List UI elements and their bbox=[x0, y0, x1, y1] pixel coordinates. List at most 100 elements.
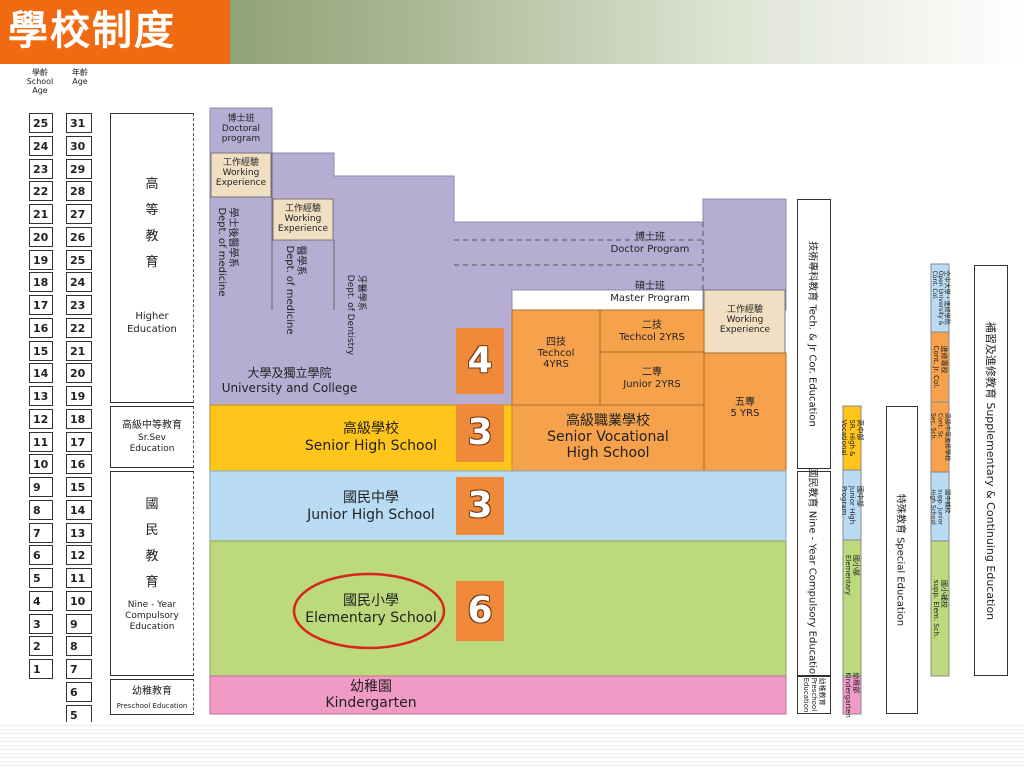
school-age-cell: 21 bbox=[29, 204, 53, 224]
senior-education-bracket: 高級中等教育 Sr.Sev Education bbox=[110, 406, 194, 468]
work-experience-label-3: 工作經驗 Working Experience bbox=[719, 305, 771, 335]
compulsory-education-bracket: 國 民 教 育 Nine - Year Compulsory Education bbox=[110, 471, 194, 676]
page-title: 學校制度 bbox=[0, 0, 230, 64]
school-age-cell: 7 bbox=[29, 522, 53, 543]
school-age-cell: 5 bbox=[29, 568, 53, 588]
compulsory-education-zh: 國 民 教 育 bbox=[145, 497, 159, 590]
cont-sr-sec-label: 高級中等進修學校 Cont. Sr. Sec. Sch. bbox=[929, 412, 951, 462]
senior-education-zh: 高級中等教育 bbox=[122, 420, 182, 431]
age-cell: 14 bbox=[66, 499, 92, 520]
school-age-cell: 10 bbox=[29, 454, 53, 475]
preschool-education-bracket: 幼稚教育 Preschool Education bbox=[110, 679, 194, 715]
age-cell: 15 bbox=[66, 477, 92, 497]
school-age-cell: 8 bbox=[29, 499, 53, 520]
elementary-highlight-ellipse bbox=[292, 572, 446, 650]
medicine-label: 醫學系 Dept. of medicine bbox=[284, 245, 306, 335]
school-age-cell: 12 bbox=[29, 408, 53, 429]
preschool-education-side-box: 幼稚教育 Preschool Education bbox=[797, 676, 831, 714]
school-age-cell: 17 bbox=[29, 295, 53, 315]
special-elementary-label: 國小部 Elementary bbox=[844, 554, 860, 596]
supp-elementary-block bbox=[930, 540, 950, 677]
work-experience-box-2 bbox=[272, 198, 334, 241]
bottom-decoration bbox=[0, 722, 1024, 768]
school-age-cell: 22 bbox=[29, 181, 53, 202]
junior-2yrs-block bbox=[599, 351, 705, 406]
special-senior-label: 高中部 SR. High & Vocational bbox=[840, 419, 864, 457]
age-cell: 6 bbox=[66, 681, 92, 702]
tech-education-box: 技術專科教育 Tech. & Jr Cor. Education bbox=[797, 199, 831, 469]
senior-education-en: Sr.Sev Education bbox=[129, 433, 175, 454]
preschool-education-en: Preschool Education bbox=[116, 702, 188, 710]
age-cell: 29 bbox=[66, 158, 92, 179]
age-cell: 16 bbox=[66, 454, 92, 475]
age-cell: 28 bbox=[66, 181, 92, 202]
junior-high-label: 國民中學 Junior High School bbox=[307, 490, 435, 523]
techcol-4yrs-block bbox=[511, 309, 601, 406]
doctoral-program-label: 博士班 Doctoral program bbox=[221, 114, 261, 144]
school-age-cell: 16 bbox=[29, 317, 53, 338]
age-cell: 8 bbox=[66, 636, 92, 657]
supplementary-education-box: 補習及進修教育 Supplementary & Continuing Educa… bbox=[974, 265, 1008, 676]
age-cell: 20 bbox=[66, 363, 92, 384]
age-cell: 5 bbox=[66, 704, 92, 725]
cont-jr-col-label: 進修專校 Cont. Jr. Col. bbox=[932, 345, 948, 389]
open-university-label: 空中大學・進修學院 Open University & Cont. Col. bbox=[931, 270, 950, 326]
school-age-cell: 19 bbox=[29, 249, 53, 270]
age-cell: 30 bbox=[66, 135, 92, 156]
higher-education-bracket: 高 等 教 育 Higher Education bbox=[110, 113, 194, 403]
school-age-cell: 11 bbox=[29, 431, 53, 452]
school-age-cell: 3 bbox=[29, 613, 53, 634]
kindergarten-label: 幼稚園 Kindergarten bbox=[325, 679, 417, 711]
age-cell: 9 bbox=[66, 613, 92, 634]
age-cell: 26 bbox=[66, 226, 92, 247]
senior-vocational-block bbox=[511, 404, 705, 472]
school-age-cell: 9 bbox=[29, 477, 53, 497]
higher-education-zh: 高 等 教 育 bbox=[145, 177, 159, 270]
school-age-cell: 18 bbox=[29, 272, 53, 293]
school-age-cell: 15 bbox=[29, 340, 53, 361]
compulsory-education-en: Nine - Year Compulsory Education bbox=[125, 600, 179, 632]
work-experience-label-2: 工作經驗 Working Experience bbox=[277, 204, 329, 234]
school-age-cell: 4 bbox=[29, 590, 53, 611]
school-age-cell: 23 bbox=[29, 158, 53, 179]
supp-elementary-label: 國小補校 supp. Elem. Sch. bbox=[932, 579, 948, 638]
nine-year-education-box: 國民教育 Nine - Year Compulsory Education bbox=[797, 467, 831, 680]
school-age-cell: 13 bbox=[29, 386, 53, 406]
techcol-2yrs-label: 二技 Techcol 2YRS bbox=[619, 320, 685, 343]
doctor-program-label: 博士班 Doctor Program bbox=[610, 232, 690, 255]
school-age-cell: 25 bbox=[29, 113, 53, 133]
work-experience-box-1 bbox=[210, 152, 272, 198]
age-cell: 11 bbox=[66, 568, 92, 588]
age-cell: 18 bbox=[66, 408, 92, 429]
junior-years-badge: 3 bbox=[456, 477, 504, 535]
special-education-box: 特殊教育 Special Education bbox=[886, 406, 918, 714]
techcol-4yrs-label: 四技 Techcol 4YRS bbox=[537, 337, 575, 370]
elementary-label: 國民小學 Elementary School bbox=[305, 593, 437, 626]
school-age-cell: 1 bbox=[29, 659, 53, 679]
higher-education-en: Higher Education bbox=[127, 311, 177, 335]
school-age-cell: 14 bbox=[29, 363, 53, 384]
age-cell: 17 bbox=[66, 431, 92, 452]
school-age-cell: 6 bbox=[29, 545, 53, 566]
supp-junior-label: 國中補校 supp. Junior High School bbox=[929, 488, 951, 525]
five-yrs-label: 五專 5 YRS bbox=[730, 397, 760, 419]
age-cell: 19 bbox=[66, 386, 92, 406]
university-years-badge: 4 bbox=[456, 328, 504, 394]
age-cell: 10 bbox=[66, 590, 92, 611]
post-bacc-medicine-label: 學士後醫學系 Dept. of medicine bbox=[216, 207, 238, 297]
junior-2yrs-label: 二專 Junior 2YRS bbox=[623, 367, 681, 390]
school-age-header: 學齡 School Age bbox=[26, 68, 54, 95]
age-cell: 25 bbox=[66, 249, 92, 270]
age-cell: 31 bbox=[66, 113, 92, 133]
school-age-cell: 20 bbox=[29, 226, 53, 247]
age-cell: 21 bbox=[66, 340, 92, 361]
master-program-label: 碩士班 Master Program bbox=[610, 281, 690, 304]
elementary-years-badge: 6 bbox=[456, 581, 504, 641]
age-cell: 22 bbox=[66, 317, 92, 338]
age-cell: 13 bbox=[66, 522, 92, 543]
work-experience-label-1: 工作經驗 Working Experience bbox=[215, 158, 267, 188]
age-cell: 23 bbox=[66, 295, 92, 315]
kindergarten-block bbox=[209, 675, 787, 715]
school-age-cell: 2 bbox=[29, 636, 53, 657]
